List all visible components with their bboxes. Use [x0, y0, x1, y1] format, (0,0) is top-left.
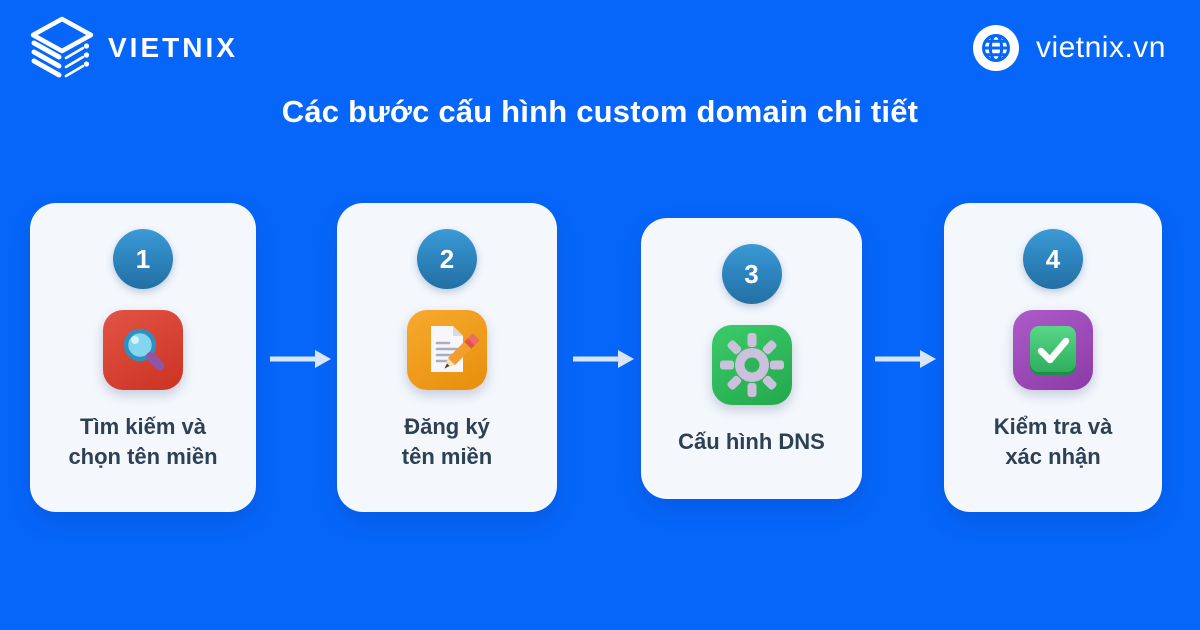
- magnifier-icon: [103, 310, 183, 390]
- step-number-badge: 3: [721, 244, 782, 304]
- step-label: Kiểm tra và xác nhận: [993, 414, 1113, 469]
- step-card-2: 2 Đăng ký tên miền: [337, 203, 557, 512]
- website-badge: vietnix.vn: [972, 24, 1166, 72]
- arrow-right-icon: [875, 350, 936, 368]
- step-number: 3: [744, 258, 759, 289]
- page-title: Các bước cấu hình custom domain chi tiết: [281, 94, 919, 129]
- globe-icon: [972, 25, 1019, 71]
- vietnix-stack-logo-icon: [30, 16, 94, 78]
- website-url: vietnix.vn: [1035, 31, 1166, 64]
- step-number: 1: [135, 243, 151, 274]
- step-number: 4: [1045, 243, 1061, 274]
- header: VIETNIX vietnix.vn: [0, 0, 1200, 90]
- step-card-4: 4 Kiểm tra và xác nhận: [944, 203, 1162, 512]
- step-number-badge: 2: [417, 229, 477, 289]
- step-number-badge: 1: [113, 229, 173, 289]
- step-label: Đăng ký tên miền: [401, 414, 493, 469]
- arrow-right-icon: [270, 350, 331, 368]
- step-number-badge: 4: [1023, 229, 1083, 289]
- step-label: Cấu hình DNS: [678, 429, 825, 454]
- memo-pencil-icon: [407, 310, 487, 390]
- step-card-3: 3 Cấu hình DNS: [641, 218, 862, 499]
- brand-logo: VIETNIX: [28, 16, 238, 80]
- arrow-right-icon: [573, 350, 634, 368]
- step-number: 2: [439, 243, 455, 274]
- step-label: Tìm kiếm và chọn tên miền: [68, 414, 218, 469]
- check-icon: [1013, 310, 1093, 390]
- gear-icon: [711, 325, 792, 405]
- brand-name: VIETNIX: [108, 32, 238, 63]
- step-card-1: 1 Tìm kiếm và chọn tên miền: [30, 203, 256, 512]
